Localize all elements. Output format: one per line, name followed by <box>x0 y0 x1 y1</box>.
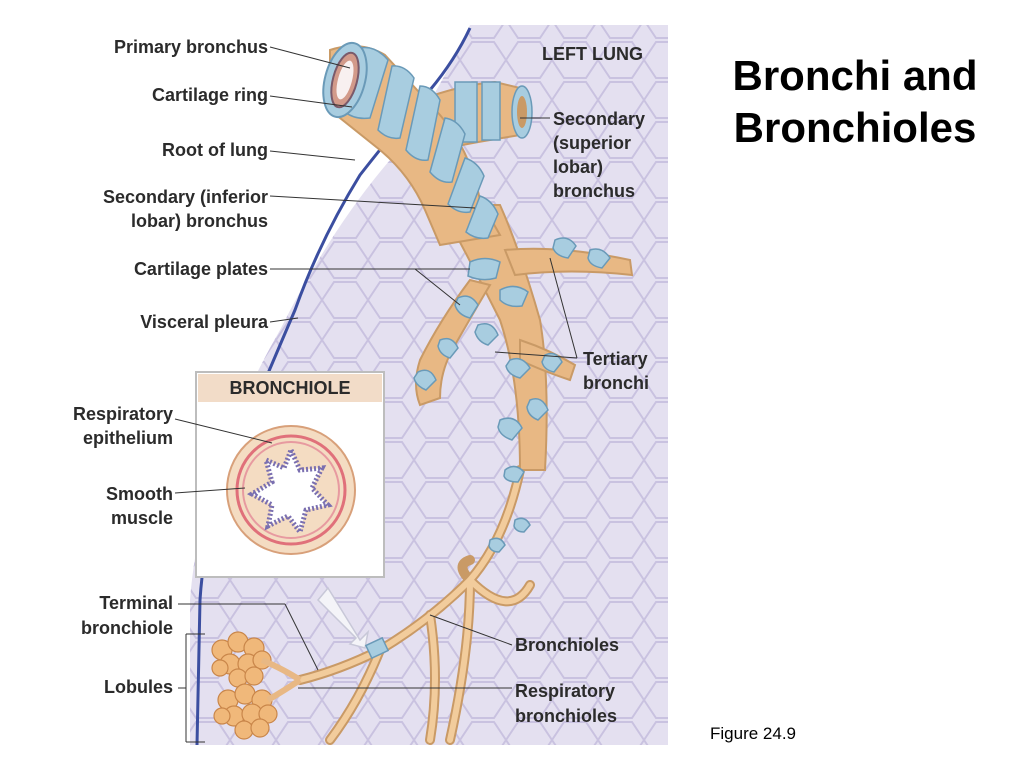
bronchiole-box-title: BRONCHIOLE <box>230 378 351 398</box>
label-terminal-2: bronchiole <box>81 618 173 638</box>
lobules <box>211 631 278 740</box>
bronchial-tree <box>211 41 634 745</box>
label-secondary-inferior-1: Secondary (inferior <box>103 187 268 207</box>
label-cartilage-plates: Cartilage plates <box>134 259 268 279</box>
label-root-of-lung: Root of lung <box>162 140 268 160</box>
label-smooth-muscle-1: Smooth <box>106 484 173 504</box>
label-left-lung: LEFT LUNG <box>542 44 643 64</box>
label-visceral-pleura: Visceral pleura <box>140 312 269 332</box>
label-respiratory-bronchioles-1: Respiratory <box>515 681 615 701</box>
label-smooth-muscle-2: muscle <box>111 508 173 528</box>
label-respiratory-epithelium-2: epithelium <box>83 428 173 448</box>
leader-lines <box>174 46 578 743</box>
label-tertiary-2: bronchi <box>583 373 649 393</box>
label-cartilage-ring: Cartilage ring <box>152 85 268 105</box>
label-secondary-superior-2: (superior <box>553 133 631 153</box>
label-tertiary-1: Tertiary <box>583 349 648 369</box>
label-respiratory-epithelium-1: Respiratory <box>73 404 173 424</box>
slide-title: Bronchi and Bronchioles <box>705 50 1005 154</box>
label-terminal-1: Terminal <box>99 593 173 613</box>
inset-arrow <box>316 586 370 649</box>
label-lobules: Lobules <box>104 677 173 697</box>
slide-title-line-1: Bronchi and <box>732 52 978 99</box>
slide-title-line-2: Bronchioles <box>733 104 977 151</box>
label-bronchioles: Bronchioles <box>515 635 619 655</box>
label-secondary-superior-3: lobar) <box>553 157 603 177</box>
label-secondary-superior-4: bronchus <box>553 181 635 201</box>
label-secondary-superior-1: Secondary <box>553 109 645 129</box>
label-primary-bronchus: Primary bronchus <box>114 37 268 57</box>
bronchiole-inset <box>195 371 385 578</box>
label-respiratory-bronchioles-2: bronchioles <box>515 706 617 726</box>
figure-labels: Primary bronchus Cartilage ring Root of … <box>73 37 649 726</box>
label-secondary-inferior-2: lobar) bronchus <box>131 211 268 231</box>
figure-caption: Figure 24.9 <box>710 724 796 743</box>
primary-bronchus <box>322 41 502 247</box>
